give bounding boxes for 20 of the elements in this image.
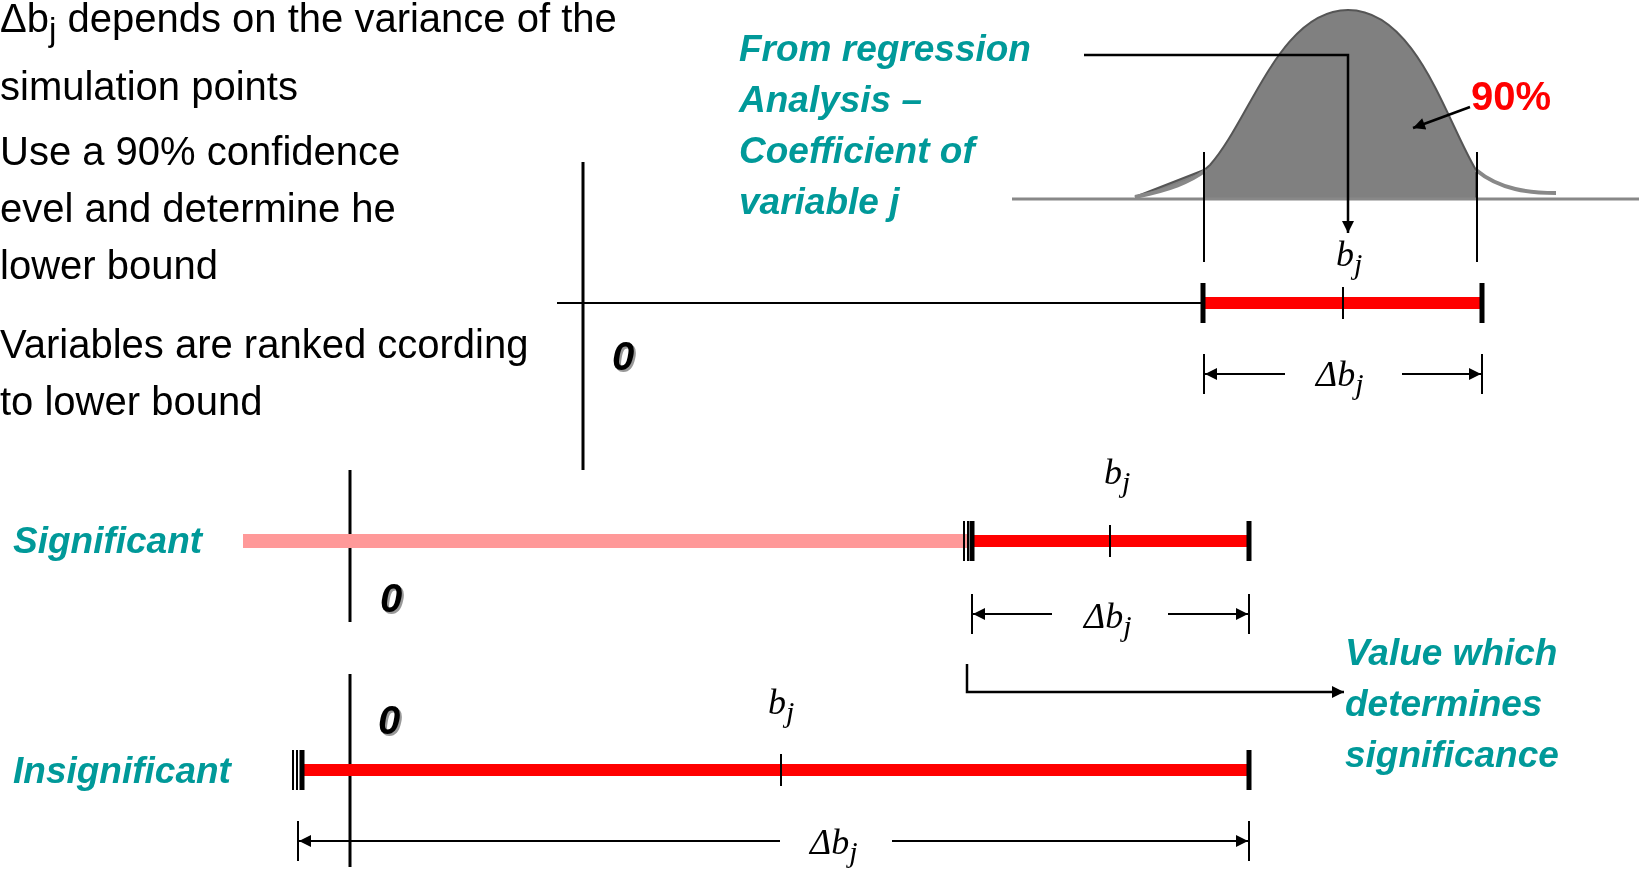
annotation-text: From regression Analysis – Coefficient of variable j <box>739 23 1084 227</box>
origin-label: 0 <box>612 333 635 380</box>
leader-line <box>1412 105 1471 130</box>
category-label: Insignificant <box>13 749 231 793</box>
interval-label: Δb$_{j}$ <box>810 821 858 871</box>
coefficient-label: b$_{j}$ <box>768 681 795 731</box>
leader-line <box>1084 53 1354 233</box>
bullet-text: Variables are ranked ccording to lower bound <box>0 321 530 425</box>
percentage-label: 90% <box>1471 72 1581 120</box>
origin-label: 0 <box>380 575 403 622</box>
bullet-text: Use a 90% confidence evel and determine he lower bound <box>0 128 402 289</box>
arrow <box>965 664 1344 698</box>
origin-label: 0 <box>378 697 401 744</box>
interval-label: Δb$_{j}$ <box>1084 595 1132 645</box>
coefficient-label: b$_{j}$ <box>1104 451 1131 501</box>
coefficient-label: b$_{j}$ <box>1336 232 1363 287</box>
annotation-text: Value which determines significance <box>1345 627 1610 780</box>
category-label: Significant <box>13 519 203 563</box>
interval-label: Δb$_{j}$ <box>1316 353 1364 403</box>
bullet-text: Δb$_{j}$ depends on the variance of the simulation points <box>0 0 618 110</box>
